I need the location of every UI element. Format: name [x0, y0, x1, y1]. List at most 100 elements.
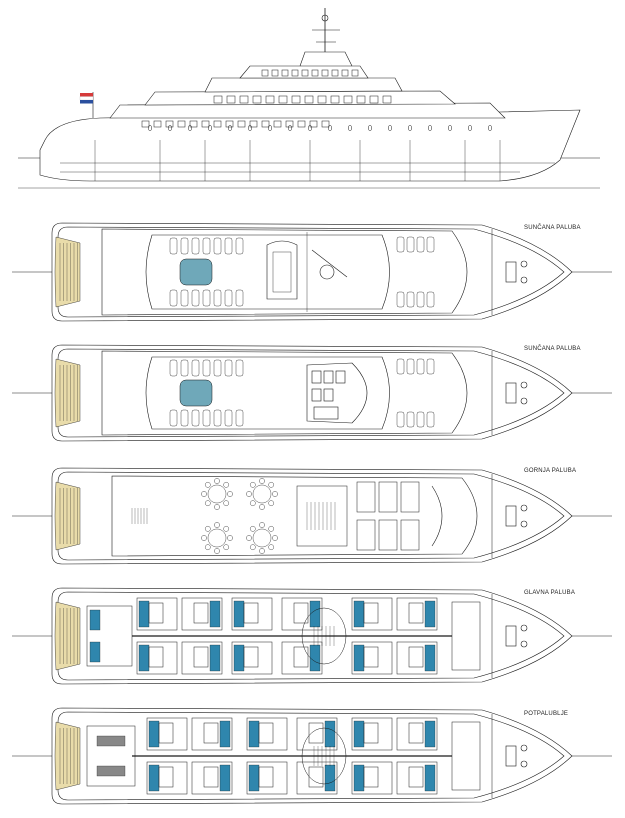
round-table-icon — [201, 478, 233, 510]
window — [278, 95, 288, 104]
bed — [308, 766, 324, 788]
cabin-outline — [378, 519, 398, 551]
window — [252, 95, 262, 104]
sun-lounger-icon — [426, 358, 435, 375]
chair — [214, 548, 220, 554]
chair — [227, 491, 233, 497]
cabin — [396, 597, 438, 631]
anchor-winch-icon — [505, 504, 528, 528]
sun-lounger-icon — [396, 411, 405, 428]
porthole — [248, 124, 252, 132]
bathroom — [219, 764, 231, 792]
chair — [250, 526, 256, 532]
cabin — [231, 641, 273, 675]
window — [343, 95, 353, 104]
bed — [363, 722, 379, 744]
window — [281, 69, 289, 77]
profile-bulkheads — [94, 140, 501, 181]
cabin — [281, 597, 323, 631]
helm-console — [311, 370, 322, 384]
bed — [363, 766, 379, 788]
window — [382, 95, 392, 104]
hull-outline — [51, 467, 573, 565]
sun-lounger-icon — [406, 358, 415, 375]
cabin-outline — [136, 641, 178, 675]
window — [237, 120, 246, 128]
window — [165, 120, 174, 128]
chair — [259, 522, 265, 528]
window — [301, 69, 309, 77]
window — [271, 69, 279, 77]
sun-lounger-icon — [235, 237, 244, 255]
window — [201, 120, 210, 128]
anchor-winch-icon — [505, 260, 528, 284]
bathroom — [353, 764, 365, 792]
cabin — [351, 761, 393, 795]
chair — [201, 535, 207, 541]
engine — [96, 735, 126, 747]
window — [153, 120, 162, 128]
sun-lounger-icon — [396, 236, 405, 253]
bed — [363, 646, 379, 668]
sun-lounger-icon — [406, 411, 415, 428]
bed — [243, 602, 259, 624]
porthole — [388, 124, 392, 132]
sun-lounger-icon — [202, 289, 211, 307]
sun-lounger-icon — [191, 289, 200, 307]
cabin — [396, 717, 438, 751]
bulwark-inner — [57, 226, 565, 318]
sun-lounger-icon — [180, 359, 189, 377]
bathroom — [148, 720, 160, 748]
cabin — [281, 641, 323, 675]
bed — [258, 722, 274, 744]
sun-lounger-group — [169, 236, 435, 308]
cabin-outline — [396, 717, 438, 751]
chair — [205, 500, 211, 506]
sun-lounger-icon — [224, 289, 233, 307]
deck-label-upper: GORNJA PALUBA — [524, 468, 577, 474]
cabin-outline — [400, 519, 420, 551]
cabin — [246, 761, 288, 795]
chair — [201, 491, 207, 497]
sun-lounger-icon — [180, 409, 189, 427]
bathroom — [324, 720, 336, 748]
cabin-outline — [356, 481, 376, 513]
bathroom — [424, 644, 436, 672]
window — [226, 95, 236, 104]
sundeck-area — [145, 234, 390, 310]
bed — [193, 602, 209, 624]
window — [225, 120, 234, 128]
round-table-icon — [201, 522, 233, 554]
profile-portholes — [148, 124, 492, 132]
chair — [272, 535, 278, 541]
bulwark-inner — [57, 348, 565, 438]
sun-lounger-icon — [213, 359, 222, 377]
cabin-outline — [146, 761, 188, 795]
cabin-outline — [181, 641, 223, 675]
chair — [268, 500, 274, 506]
cabin — [396, 761, 438, 795]
sundeck-area — [145, 356, 390, 430]
deck-plan-lower-deck — [12, 707, 612, 805]
cabin-outline — [351, 717, 393, 751]
window — [141, 120, 150, 128]
porthole — [448, 124, 452, 132]
cabin-outline — [378, 481, 398, 513]
bed — [158, 766, 174, 788]
porthole — [228, 124, 232, 132]
sun-lounger-icon — [202, 409, 211, 427]
chair — [214, 478, 220, 484]
sun-lounger-icon — [406, 236, 415, 253]
sun-lounger-icon — [180, 289, 189, 307]
cabin — [136, 641, 178, 675]
swim-platform — [54, 721, 81, 791]
sun-lounger-icon — [426, 411, 435, 428]
sun-lounger-icon — [235, 409, 244, 427]
bed — [148, 602, 164, 624]
window — [291, 95, 301, 104]
porthole — [328, 124, 332, 132]
cabin-outline — [281, 641, 323, 675]
window — [239, 95, 249, 104]
window — [285, 120, 294, 128]
